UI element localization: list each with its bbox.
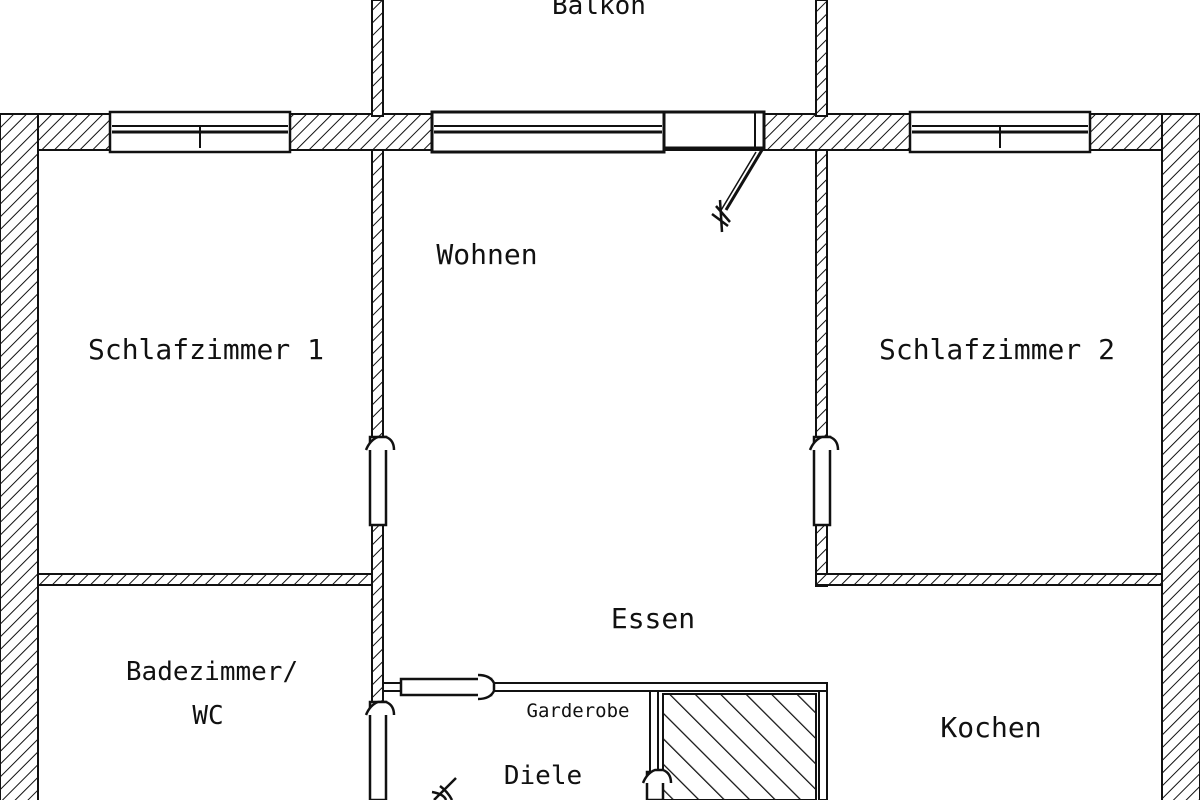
wall-hall-top (382, 682, 828, 692)
wall-bedroom2-kitchen (815, 573, 1163, 586)
label-bad-line-1: Badezimmer/ (126, 657, 298, 687)
wall-hall-closet (649, 690, 659, 800)
label-wohnen: Wohnen (436, 238, 537, 271)
label-kochen: Kochen (940, 711, 1041, 744)
door-bedroom2 (808, 435, 840, 527)
door-bedroom1 (364, 435, 396, 527)
label-bad-line-2: WC (192, 701, 223, 731)
balcony-door-swing-icon (711, 149, 764, 233)
balcony-wall-right (815, 0, 828, 117)
door-bathroom (364, 700, 396, 800)
label-schlafzimmer-1: Schlafzimmer 1 (88, 333, 324, 366)
room-labels: Balkon Wohnen Schlafzimmer 1 Schlafzimme… (88, 0, 1115, 791)
label-diele: Diele (504, 761, 582, 791)
window-bedroom2 (908, 110, 1092, 154)
label-balkon: Balkon (552, 0, 646, 21)
balcony-wall-left (371, 0, 384, 117)
label-essen: Essen (611, 602, 695, 635)
wall-hall-right (818, 690, 828, 800)
entrance-door-swing-icon (431, 777, 457, 800)
window-living (430, 110, 766, 154)
doors (364, 435, 840, 800)
hall-walls (382, 682, 828, 800)
outer-walls (0, 113, 1200, 800)
closet-hatch (662, 693, 817, 800)
window-bedroom1 (108, 110, 292, 154)
door-closet (641, 768, 673, 800)
wall-bedroom1-bath (37, 573, 373, 586)
windows (108, 110, 1092, 154)
wall-right (1161, 113, 1200, 800)
wall-left (0, 113, 39, 800)
label-schlafzimmer-2: Schlafzimmer 2 (879, 333, 1115, 366)
label-garderobe: Garderobe (527, 700, 630, 722)
balcony-walls (371, 0, 828, 117)
door-hall-top (399, 673, 496, 701)
